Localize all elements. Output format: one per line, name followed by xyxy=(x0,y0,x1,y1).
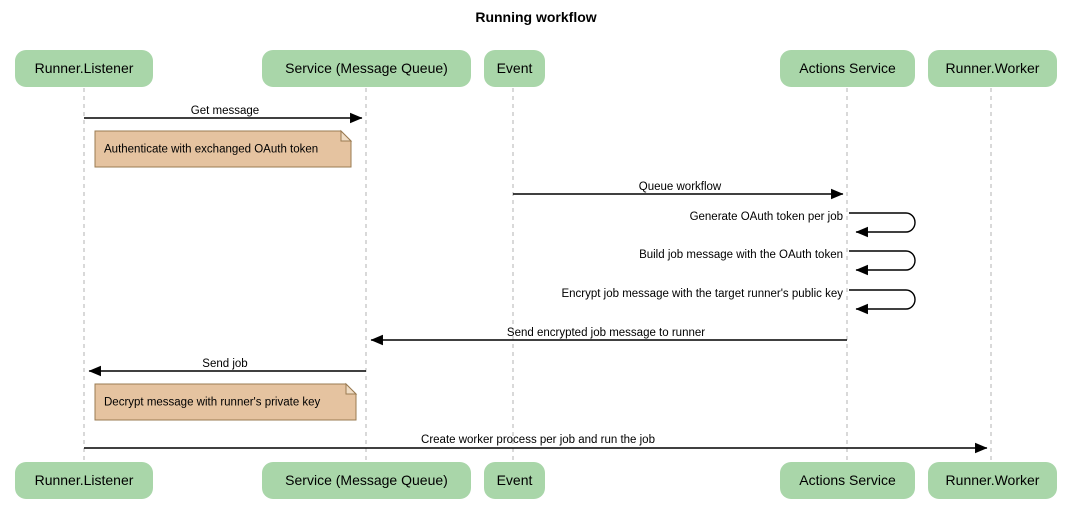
message-self-loop[interactable] xyxy=(849,212,916,238)
note-fold-corner-icon xyxy=(345,382,358,395)
participant-label: Actions Service xyxy=(799,60,896,76)
participant-runner-listener-bottom[interactable]: Runner.Listener xyxy=(15,462,153,499)
participant-event-bottom[interactable]: Event xyxy=(484,462,545,499)
message-label: Get message xyxy=(191,105,259,117)
participant-box[interactable] xyxy=(15,50,153,87)
participant-box[interactable] xyxy=(928,462,1057,499)
participant-runner-listener-top[interactable]: Runner.Listener xyxy=(15,50,153,87)
message-get-message[interactable]: Get message xyxy=(84,105,363,124)
participant-box[interactable] xyxy=(780,462,915,499)
message-label: Send job xyxy=(202,358,247,370)
message-label: Build job message with the OAuth token xyxy=(639,249,843,261)
participant-label: Event xyxy=(497,472,533,488)
participant-label: Actions Service xyxy=(799,472,896,488)
participant-label: Runner.Listener xyxy=(35,60,134,76)
participant-actions-service-bottom[interactable]: Actions Service xyxy=(780,462,915,499)
participant-box[interactable] xyxy=(928,50,1057,87)
note-decrypt[interactable]: Decrypt message with runner's private ke… xyxy=(94,382,358,421)
note-body[interactable] xyxy=(94,383,357,421)
notes-group: Authenticate with exchanged OAuth token … xyxy=(94,129,358,421)
note-label: Decrypt message with runner's private ke… xyxy=(104,397,321,409)
participant-box[interactable] xyxy=(484,462,545,499)
participant-service-mq-top[interactable]: Service (Message Queue) xyxy=(262,50,471,87)
participant-label: Runner.Worker xyxy=(946,472,1040,488)
participant-service-mq-bottom[interactable]: Service (Message Queue) xyxy=(262,462,471,499)
participant-label: Service (Message Queue) xyxy=(285,472,448,488)
diagram-title: Running workflow xyxy=(475,9,596,25)
message-label: Encrypt job message with the target runn… xyxy=(561,288,843,300)
participant-runner-worker-bottom[interactable]: Runner.Worker xyxy=(928,462,1057,499)
message-label: Send encrypted job message to runner xyxy=(507,327,705,339)
participant-box[interactable] xyxy=(262,462,471,499)
participant-box[interactable] xyxy=(484,50,545,87)
note-authenticate[interactable]: Authenticate with exchanged OAuth token xyxy=(94,129,353,168)
message-queue-workflow[interactable]: Queue workflow xyxy=(513,181,844,200)
message-create-worker-process[interactable]: Create worker process per job and run th… xyxy=(84,434,988,454)
message-encrypt-job-message[interactable]: Encrypt job message with the target runn… xyxy=(561,288,916,315)
lifelines-group xyxy=(83,88,992,460)
message-build-job-message[interactable]: Build job message with the OAuth token xyxy=(639,249,916,276)
note-label: Authenticate with exchanged OAuth token xyxy=(104,144,318,156)
message-label: Generate OAuth token per job xyxy=(690,211,843,223)
participants-header: Runner.Listener Service (Message Queue) … xyxy=(15,50,1057,87)
note-fold-corner-icon xyxy=(340,129,353,142)
participant-label: Runner.Worker xyxy=(946,60,1040,76)
participant-box[interactable] xyxy=(15,462,153,499)
participant-box[interactable] xyxy=(780,50,915,87)
participant-event-top[interactable]: Event xyxy=(484,50,545,87)
participant-runner-worker-top[interactable]: Runner.Worker xyxy=(928,50,1057,87)
message-label: Queue workflow xyxy=(639,181,722,193)
participant-actions-service-top[interactable]: Actions Service xyxy=(780,50,915,87)
message-generate-oauth-token-per-job[interactable]: Generate OAuth token per job xyxy=(690,211,916,238)
participant-label: Runner.Listener xyxy=(35,472,134,488)
message-self-loop[interactable] xyxy=(849,289,916,315)
message-send-encrypted-job-message[interactable]: Send encrypted job message to runner xyxy=(370,327,847,346)
participant-label: Event xyxy=(497,60,533,76)
message-self-loop[interactable] xyxy=(849,250,916,276)
participant-label: Service (Message Queue) xyxy=(285,60,448,76)
participant-box[interactable] xyxy=(262,50,471,87)
message-send-job[interactable]: Send job xyxy=(88,358,366,377)
participants-footer: Runner.Listener Service (Message Queue) … xyxy=(15,462,1057,499)
messages-group: Get message Queue workflow Generate OAut… xyxy=(84,105,988,454)
note-body[interactable] xyxy=(94,130,352,168)
message-label: Create worker process per job and run th… xyxy=(421,434,655,446)
